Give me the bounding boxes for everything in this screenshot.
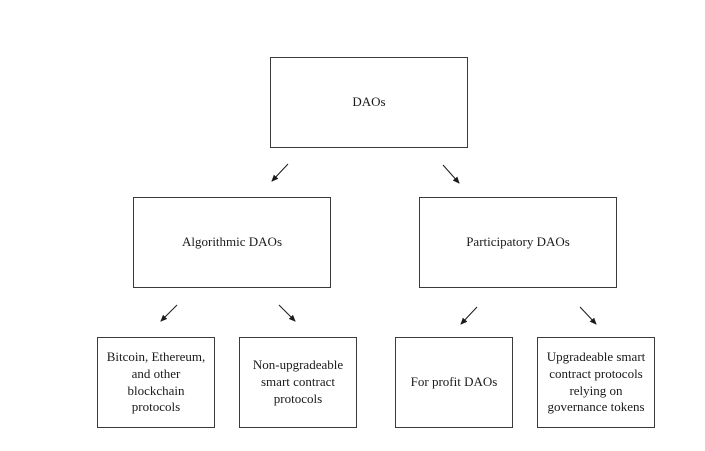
- arrow-participatory-to-forprofit: [460, 306, 478, 325]
- node-non-upgradeable-protocols: Non-upgradeable smart contract protocols: [239, 337, 357, 428]
- node-for-profit-daos-label: For profit DAOs: [410, 374, 498, 390]
- arrow-root-to-algorithmic: [271, 163, 289, 182]
- node-for-profit-daos: For profit DAOs: [395, 337, 513, 428]
- node-participatory-daos: Participatory DAOs: [419, 197, 617, 288]
- arrow-root-to-participatory: [442, 164, 460, 184]
- node-non-upgradeable-protocols-label: Non-upgradeable smart contract protocols: [252, 357, 344, 406]
- node-participatory-daos-label: Participatory DAOs: [466, 234, 570, 250]
- node-daos-label: DAOs: [352, 94, 386, 110]
- node-blockchain-protocols: Bitcoin, Ethereum, and other blockchain …: [97, 337, 215, 428]
- node-algorithmic-daos: Algorithmic DAOs: [133, 197, 331, 288]
- node-upgradeable-protocols-label: Upgradeable smart contract protocols rel…: [546, 348, 646, 415]
- arrow-participatory-to-upgradeable: [579, 306, 597, 325]
- arrow-algorithmic-to-nonupgradeable: [278, 304, 296, 322]
- node-algorithmic-daos-label: Algorithmic DAOs: [181, 234, 283, 250]
- node-blockchain-protocols-label: Bitcoin, Ethereum, and other blockchain …: [106, 348, 206, 415]
- arrow-algorithmic-to-blockchain: [160, 304, 178, 322]
- node-upgradeable-protocols: Upgradeable smart contract protocols rel…: [537, 337, 655, 428]
- node-daos: DAOs: [270, 57, 468, 148]
